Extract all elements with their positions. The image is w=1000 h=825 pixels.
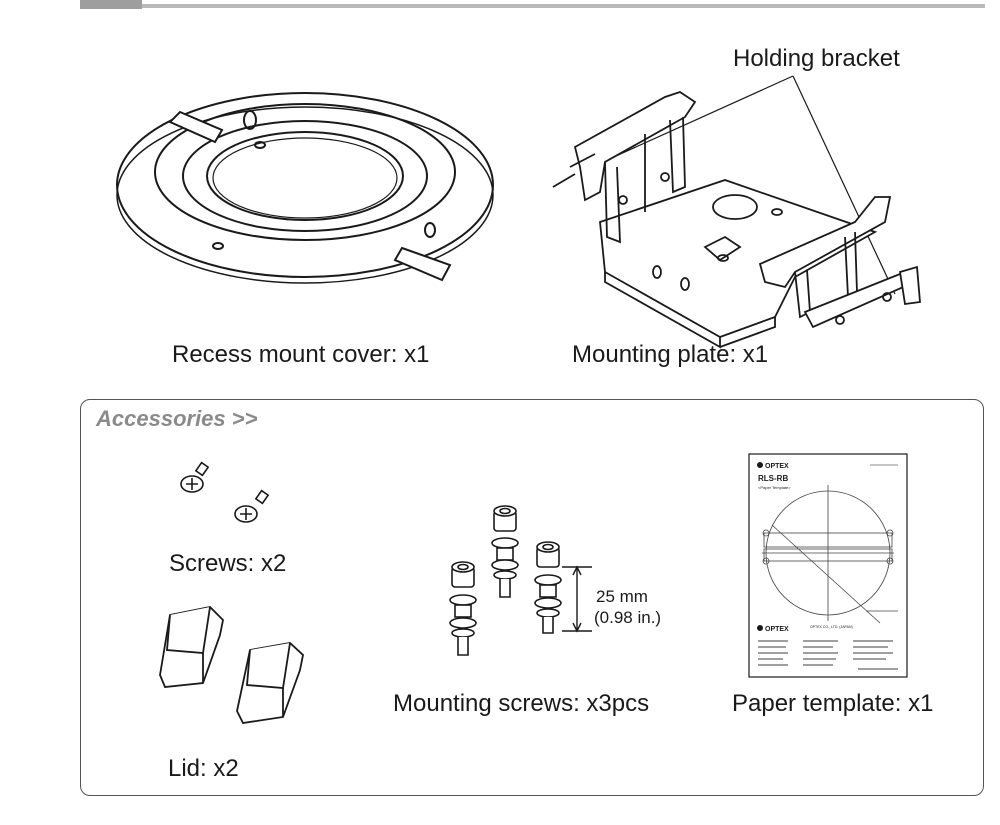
holding-bracket-label: Holding bracket (733, 45, 900, 72)
header-rule-line (142, 4, 985, 8)
paper-template-illustration: OPTEX RLS-RB <Paper Template> OPTEX OPTE… (748, 453, 908, 678)
screws-illustration (180, 461, 270, 523)
template-brand-footer: OPTEX (765, 626, 789, 633)
mounting-screws-illustration (449, 505, 592, 656)
lid-label: Lid: x2 (168, 755, 239, 782)
lids-illustration (159, 606, 304, 724)
mounting-plate-label: Mounting plate: x1 (572, 341, 769, 368)
mounting-screws-label: Mounting screws: x3pcs (393, 690, 650, 717)
recess-mount-cover-label: Recess mount cover: x1 (172, 341, 430, 368)
accessories-title: Accessories >> (96, 406, 258, 431)
mounting-plate-illustration (552, 75, 921, 349)
paper-template-label: Paper template: x1 (732, 690, 934, 717)
template-subtitle: <Paper Template> (758, 485, 791, 490)
dimension-inch: (0.98 in.) (594, 608, 662, 627)
recess-mount-cover-illustration (116, 92, 494, 284)
template-model: RLS-RB (758, 474, 788, 483)
header-rule (80, 0, 985, 9)
template-company: OPTEX CO., LTD. (JAPAN) (810, 625, 853, 629)
template-brand: OPTEX (765, 463, 789, 470)
screws-label: Screws: x2 (169, 550, 287, 577)
dimension-mm: 25 mm (596, 587, 648, 606)
header-rule-tab (80, 0, 142, 9)
accessories-panel (80, 399, 984, 796)
